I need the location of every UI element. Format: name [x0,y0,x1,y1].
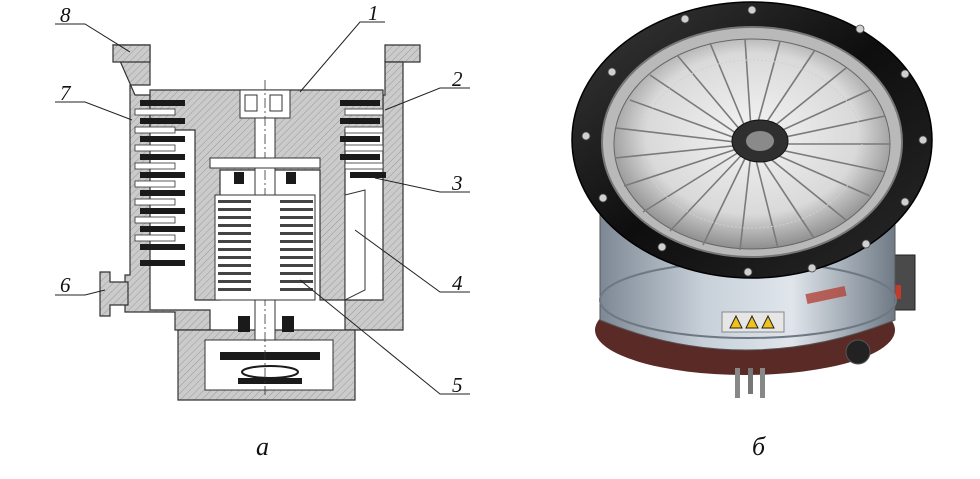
upper-bearing-left [234,172,244,184]
rotor-blades-right [340,100,386,178]
flange-bolt-holes [581,5,928,277]
warning-triangle-icon-2 [745,314,759,329]
shaft-cap [209,157,321,169]
side-valve [845,339,871,365]
leg-right [760,368,765,398]
hub-nut-right [269,94,283,112]
bearing-bottom [220,352,320,360]
caption-left: а [256,432,269,461]
center-hub-shine [746,131,774,151]
callout-4: 4 [452,271,463,295]
callout-labels: 8 1 2 7 3 4 6 5 [60,1,463,397]
drag-stage-channel [344,189,366,301]
motor-stator [214,194,316,301]
inlet-screen [641,59,863,229]
hub-nut-left [244,94,258,112]
callout-2: 2 [452,67,463,91]
caption-right: б [752,432,766,461]
bearing-bottom-2 [238,378,302,384]
cross-section-drawing: 8 1 2 7 3 4 6 5 [55,1,470,401]
rotor-blades-left [140,100,185,266]
leg-mid [748,368,753,394]
callout-5: 5 [452,373,463,397]
callout-3: 3 [451,171,463,195]
warning-triangle-icon-3 [761,314,775,329]
stator-blades-right [344,108,384,170]
pump-photo [571,1,933,398]
leader-lines [55,21,470,395]
lower-bearing-left [238,316,250,332]
brand-mark [805,285,847,305]
stator-blades-left [134,108,176,242]
upper-bearing-right [286,172,296,184]
warning-triangle-icon [729,314,743,329]
callout-8: 8 [60,3,71,27]
outlet-port [99,271,129,317]
callout-6: 6 [60,273,71,297]
leg-left [735,368,740,398]
top-flange-left [112,44,151,63]
callout-7: 7 [60,81,72,105]
top-flange-right [384,44,421,63]
lower-bearing-right [282,316,294,332]
callout-1: 1 [368,1,379,25]
